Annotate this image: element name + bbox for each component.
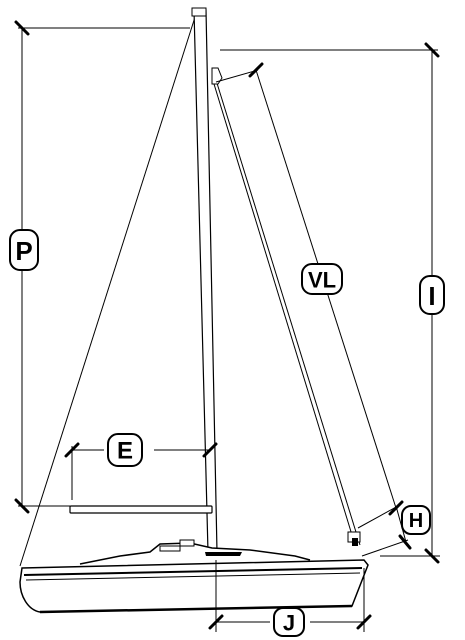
- waterline: [39, 604, 353, 614]
- dimension-e: [64, 442, 218, 500]
- label-h: H: [401, 505, 431, 535]
- cabin-top: [79, 542, 311, 565]
- label-j-text: J: [283, 611, 295, 636]
- label-j: J: [273, 607, 305, 637]
- label-p-text: P: [15, 236, 32, 266]
- label-i-text: I: [428, 281, 435, 311]
- hull-body: [19, 559, 369, 613]
- p-bottom-tick: [14, 498, 30, 514]
- stemhead-fitting-dark: [352, 538, 358, 546]
- label-e-text: E: [117, 438, 133, 465]
- h-bottom-extension: [361, 539, 409, 557]
- mast: [191, 7, 223, 553]
- j-right-tick: [356, 614, 372, 630]
- deck-hatch-dark: [205, 552, 242, 556]
- h-bottom-tick: [398, 534, 412, 550]
- e-left-tick: [64, 442, 80, 458]
- hull: [19, 531, 369, 614]
- forestay-inner-line: [213, 83, 353, 536]
- label-e: E: [107, 433, 143, 467]
- vl-top-tick: [248, 62, 264, 78]
- rigging: [19, 13, 361, 567]
- label-p: P: [9, 229, 39, 271]
- i-bottom-tick: [424, 548, 440, 564]
- sheer-stripe-upper: [23, 567, 363, 576]
- forestay: [215, 79, 361, 546]
- vl-bottom-tick: [388, 500, 404, 516]
- h-top-extension: [357, 505, 399, 529]
- cabin-window: [159, 545, 181, 552]
- label-i: I: [419, 275, 445, 315]
- label-vl: VL: [301, 263, 343, 295]
- cabin-hatch: [179, 539, 195, 547]
- p-top-tick: [14, 20, 30, 36]
- e-right-tick: [202, 442, 218, 458]
- masthead-fitting: [191, 7, 207, 17]
- backstay: [19, 13, 197, 567]
- sheer-stripe-lower: [25, 572, 361, 581]
- dimension-p: [14, 20, 190, 514]
- j-left-tick: [208, 614, 224, 630]
- label-vl-text: VL: [308, 268, 336, 293]
- dimension-j: [208, 560, 372, 632]
- mast-spar: [193, 9, 218, 553]
- vl-top-extension: [215, 69, 259, 83]
- label-h-text: H: [409, 510, 423, 532]
- i-top-tick: [424, 42, 440, 58]
- boom: [69, 505, 213, 514]
